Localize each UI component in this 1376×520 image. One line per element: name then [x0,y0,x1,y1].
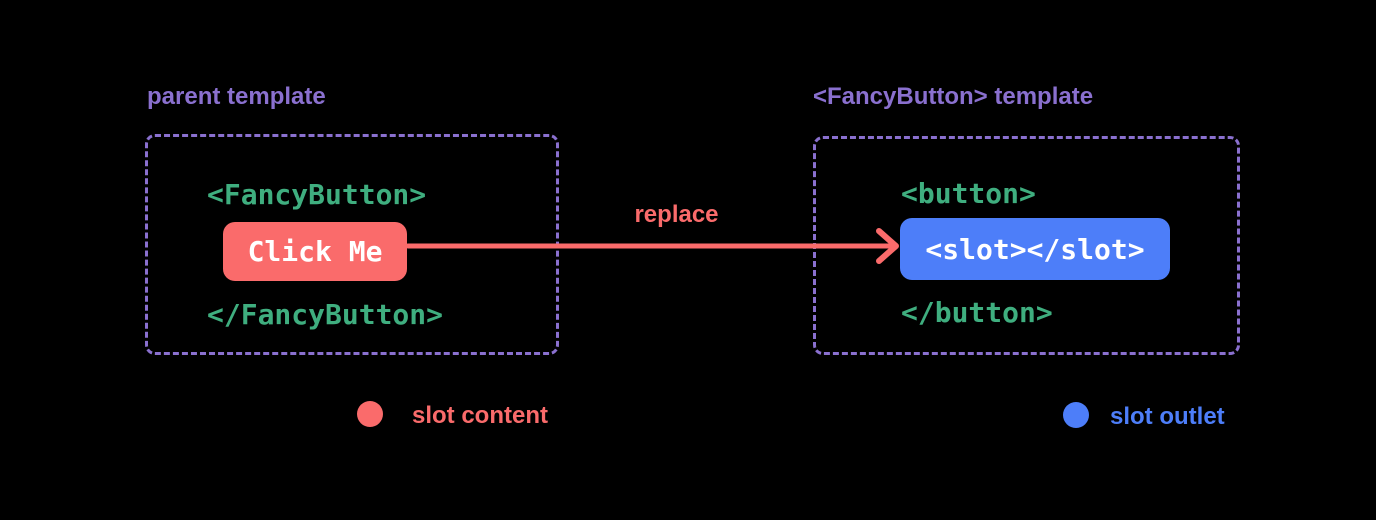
replace-arrow-icon [405,228,899,264]
replace-label: replace [634,201,719,228]
click-me-button-label: Click Me [247,235,383,268]
button-close-tag: </button> [901,296,1053,329]
fancybutton-template-title: <FancyButton> template [813,83,1094,110]
slot-outlet-box: <slot></slot> [900,218,1170,280]
click-me-button: Click Me [223,222,407,281]
button-open-tag: <button> [901,177,1036,210]
fancybutton-template-box: <button> <slot></slot> </button> [813,136,1240,355]
slot-outlet-legend-label: slot outlet [1110,403,1225,430]
slot-outlet-label: <slot></slot> [925,232,1145,266]
slot-outlet-dot-icon [1063,402,1089,428]
parent-template-title: parent template [147,83,326,110]
parent-template-box: <FancyButton> Click Me </FancyButton> [145,134,559,355]
slot-content-legend-label: slot content [412,402,548,429]
slot-content-dot-icon [357,401,383,427]
fancybutton-open-tag: <FancyButton> [207,178,427,211]
fancybutton-close-tag: </FancyButton> [207,298,444,331]
